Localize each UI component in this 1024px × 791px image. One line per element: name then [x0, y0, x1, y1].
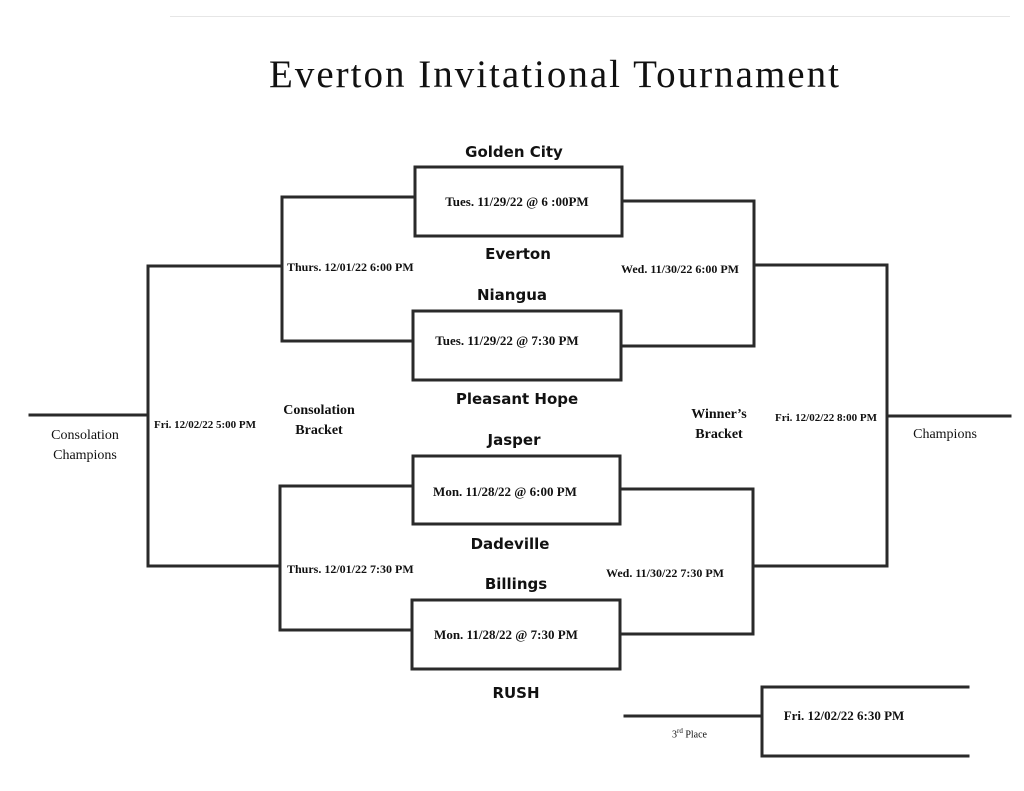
team-pleasant-hope: Pleasant Hope: [455, 390, 579, 408]
game-label-g2: Tues. 11/29/22 @ 7:30 PM: [435, 333, 579, 348]
team-golden-city: Golden City: [465, 143, 563, 161]
winners-top-connector: [619, 199, 756, 348]
team-niangua: Niangua: [476, 286, 548, 304]
date-consolation-bottom: Thurs. 12/01/22 7:30 PM: [287, 562, 414, 576]
team-everton: Everton: [485, 245, 551, 263]
consolation-champions-label: Consolation Champions: [51, 428, 119, 463]
winners-bottom-connector: [618, 487, 755, 636]
date-consolation-top: Thurs. 12/01/22 6:00 PM: [287, 260, 414, 274]
consolation-bottom-connector: [278, 484, 415, 632]
champions-label: Champions: [913, 427, 977, 442]
team-billings: Billings: [484, 575, 548, 593]
game-label-g1: Tues. 11/29/22 @ 6 :00PM: [445, 194, 589, 209]
game-label-g3: Mon. 11/28/22 @ 6:00 PM: [433, 484, 577, 499]
scan-edge-line: [170, 16, 1010, 17]
consolation-final-connector: [146, 264, 284, 568]
team-jasper: Jasper: [487, 431, 541, 449]
third-place-bracket: [760, 685, 970, 758]
date-winners-top: Wed. 11/30/22 6:00 PM: [621, 262, 739, 276]
page-title: Everton Invitational Tournament: [269, 53, 841, 96]
game-label-third-place: Fri. 12/02/22 6:30 PM: [783, 708, 905, 723]
winners-bracket-label: Winner’s Bracket: [691, 407, 747, 442]
consolation-bracket-label: Consolation Bracket: [283, 403, 355, 438]
date-winners-bottom: Wed. 11/30/22 7:30 PM: [606, 566, 724, 580]
game-label-g4: Mon. 11/28/22 @ 7:30 PM: [434, 627, 578, 642]
team-dadeville: Dadeville: [470, 535, 550, 553]
third-place-label: 3rd Place: [672, 727, 707, 741]
date-consolation-final: Fri. 12/02/22 5:00 PM: [154, 419, 257, 431]
date-championship: Fri. 12/02/22 8:00 PM: [775, 412, 878, 424]
team-rush: RUSH: [492, 684, 540, 702]
consolation-top-connector: [280, 195, 417, 343]
